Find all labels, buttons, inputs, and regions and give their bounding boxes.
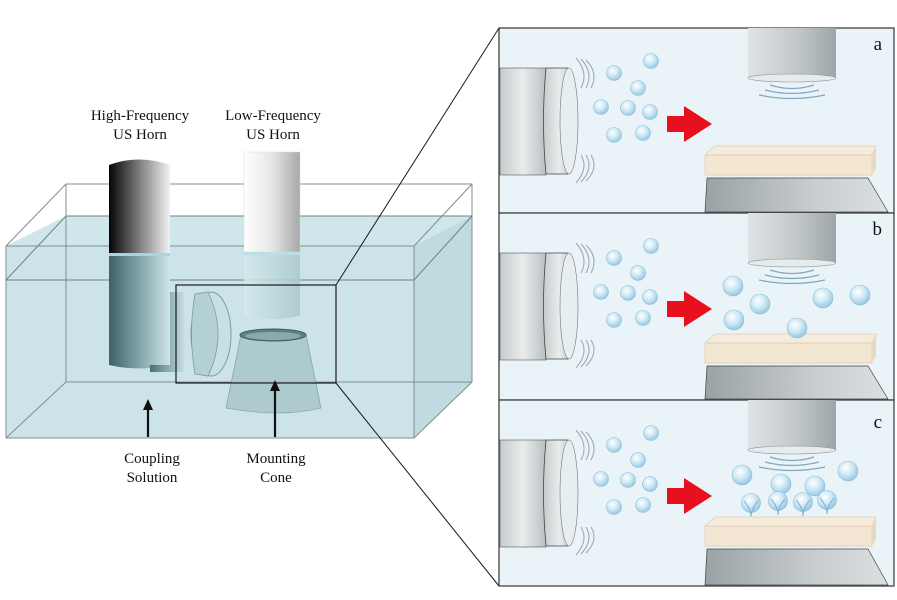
droplet-icon xyxy=(606,499,622,515)
droplet-icon xyxy=(642,289,658,305)
low-frequency-horn xyxy=(243,151,301,319)
arrow-right-icon xyxy=(667,478,712,514)
tank-side-face xyxy=(414,216,472,438)
panel-c: c xyxy=(498,399,895,587)
droplet-icon xyxy=(593,99,609,115)
mounting-stand xyxy=(704,177,889,213)
droplet-icon xyxy=(770,473,792,495)
droplet-icon xyxy=(630,452,646,468)
label-cone: Cone xyxy=(260,470,292,486)
emitted-droplets xyxy=(593,238,659,328)
vertical-horn-icon xyxy=(747,28,837,83)
attached-droplet-icon xyxy=(741,493,761,518)
substrate-slab xyxy=(704,154,873,176)
attached-droplet-icon xyxy=(817,490,837,515)
substrate-slab xyxy=(704,525,873,547)
mounting-stand xyxy=(704,365,889,400)
panel-stack: a b c xyxy=(498,27,895,587)
label-coupling: Coupling xyxy=(124,451,180,467)
sound-wave-icon xyxy=(758,456,826,472)
droplet-icon xyxy=(837,460,859,482)
transducer-icon xyxy=(499,252,579,361)
emitted-droplets xyxy=(593,425,659,515)
transducer-icon xyxy=(499,67,579,176)
panel-label: a xyxy=(874,34,883,55)
zoom-line-top xyxy=(335,27,500,286)
droplet-icon xyxy=(731,464,753,486)
label-mounting: Mounting xyxy=(246,451,306,467)
vertical-horn-icon xyxy=(747,213,837,268)
droplet-icon xyxy=(606,250,622,266)
substrate-icon xyxy=(704,145,889,213)
droplet-icon xyxy=(630,265,646,281)
droplet-icon xyxy=(804,475,826,497)
droplet-icon xyxy=(606,65,622,81)
droplet-icon xyxy=(849,284,871,306)
attached-droplet-icon xyxy=(793,492,813,517)
droplet-icon xyxy=(593,284,609,300)
emitted-droplets xyxy=(593,53,659,143)
droplet-icon xyxy=(593,471,609,487)
high-frequency-horn xyxy=(109,159,232,377)
magnification-box xyxy=(175,284,337,384)
droplet-icon xyxy=(723,309,745,331)
attached-droplet-icon xyxy=(768,491,788,516)
sound-wave-icon xyxy=(575,429,595,556)
droplet-icon xyxy=(812,287,834,309)
panel-label: b xyxy=(873,219,883,240)
droplet-icon xyxy=(620,472,636,488)
label-low-frequency-horn: US Horn xyxy=(246,127,300,143)
droplet-icon xyxy=(606,437,622,453)
zoom-line-bottom xyxy=(335,382,500,587)
vertical-horn-icon xyxy=(747,400,837,455)
panel-label: c xyxy=(874,412,882,433)
mounting-cone xyxy=(225,328,322,414)
droplet-icon xyxy=(786,317,808,339)
panel-b: b xyxy=(498,212,895,401)
droplet-icon xyxy=(643,425,659,441)
droplet-icon xyxy=(620,285,636,301)
sound-wave-icon xyxy=(575,57,595,184)
arrow-right-icon xyxy=(667,291,712,327)
label-high-frequency: High-Frequency xyxy=(91,108,190,124)
sound-wave-icon xyxy=(758,84,826,100)
droplet-icon xyxy=(642,104,658,120)
label-low-frequency: Low-Frequency xyxy=(225,108,321,124)
mounting-stand xyxy=(704,548,889,586)
ultrasonic-tank: High-Frequency US Horn Low-Frequency US … xyxy=(5,27,500,587)
droplet-icon xyxy=(635,497,651,513)
label-solution: Solution xyxy=(127,470,178,486)
mounting-cone-arrow xyxy=(270,380,280,437)
droplet-icon xyxy=(635,310,651,326)
label-high-frequency-horn: US Horn xyxy=(113,127,167,143)
droplet-icon xyxy=(620,100,636,116)
coupling-solution-arrow xyxy=(143,399,153,437)
substrate-slab xyxy=(704,342,873,364)
substrate-icon xyxy=(704,333,889,400)
transducer-icon xyxy=(499,439,579,548)
substrate-icon xyxy=(704,516,889,586)
arrow-right-icon xyxy=(667,106,712,142)
droplet-icon xyxy=(606,127,622,143)
droplet-icon xyxy=(722,275,744,297)
panel-a: a xyxy=(498,27,895,214)
droplet-icon xyxy=(635,125,651,141)
droplet-icon xyxy=(606,312,622,328)
sound-wave-icon xyxy=(575,242,595,369)
droplet-icon xyxy=(642,476,658,492)
droplet-icon xyxy=(643,238,659,254)
droplet-icon xyxy=(643,53,659,69)
droplet-icon xyxy=(749,293,771,315)
sound-wave-icon xyxy=(758,269,826,285)
droplet-icon xyxy=(630,80,646,96)
